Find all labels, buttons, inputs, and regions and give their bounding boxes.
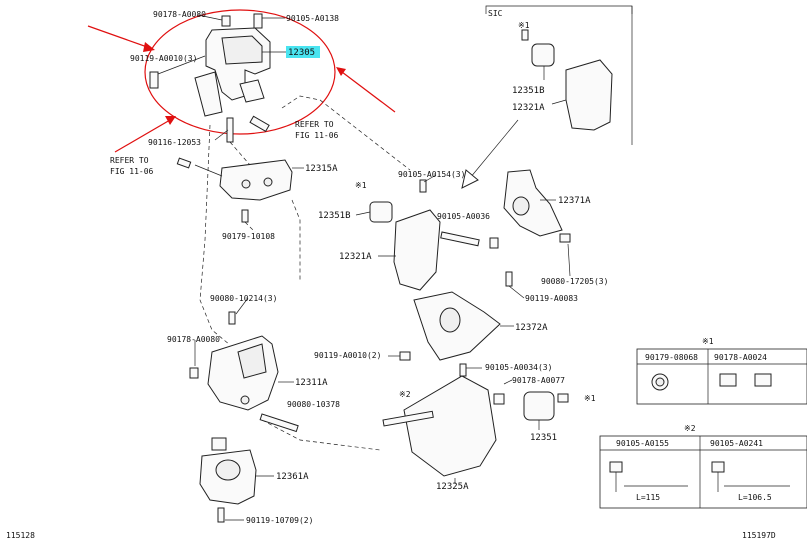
label-90119-a0010-mid: 90119-A0010(2) xyxy=(314,351,381,360)
bracket-12325a xyxy=(382,363,513,484)
bracket-12372a xyxy=(388,291,514,361)
label-90105-a0154: 90105-A0154(3) xyxy=(398,170,465,179)
cushion-12351 xyxy=(523,391,569,430)
top-left-leaders xyxy=(157,14,286,166)
label-mark2-mid: ※2 xyxy=(399,390,411,399)
label-ref-left: 115128 xyxy=(6,531,35,540)
label-12351b-mid: 12351B xyxy=(318,211,351,221)
label-12305: 12305 xyxy=(288,48,315,58)
label-90080-10378: 90080-10378 xyxy=(287,400,340,409)
label-12361a: 12361A xyxy=(276,472,309,482)
label-12321a-mid: 12321A xyxy=(339,252,372,262)
bracket-12321a-mid xyxy=(355,174,480,291)
label-ref-right: 115197D xyxy=(742,531,776,540)
label-90080-17205: 90080-17205(3) xyxy=(541,277,608,286)
label-90080-10214: 90080-10214(3) xyxy=(210,294,277,303)
label-12351: 12351 xyxy=(530,433,557,443)
label-mark1-mid: ※1 xyxy=(355,181,367,190)
label-12311a: 12311A xyxy=(295,378,328,388)
table2-col-1: 90105-A0155 xyxy=(616,439,669,448)
table1-col-2: 90178-A0024 xyxy=(714,353,767,362)
table1-mark: ※1 xyxy=(702,337,714,346)
bracket-12311a xyxy=(189,297,299,433)
label-12321a-top: 12321A xyxy=(512,103,545,113)
mount-12305 xyxy=(149,13,271,143)
highlight-ellipse xyxy=(144,9,336,135)
label-90105-a0138: 90105-A0138 xyxy=(286,14,339,23)
label-90105-a0036: 90105-A0036 xyxy=(437,212,490,221)
label-90178-a0080-top: 90178-A0080 xyxy=(153,10,206,19)
direction-arrow xyxy=(461,119,519,189)
labels: 90178-A0080 90105-A0138 12305 90119-A001… xyxy=(6,9,776,540)
table2-col-2: 90105-A0241 xyxy=(710,439,763,448)
mount-12361a xyxy=(199,437,274,523)
label-sic: SIC xyxy=(488,9,503,18)
red-arrows xyxy=(87,25,396,153)
label-mark1-top: ※1 xyxy=(518,21,530,30)
label-refer-fig-right-2: FIG 11-06 xyxy=(295,131,339,140)
label-90105-a0034: 90105-A0034(3) xyxy=(485,363,552,372)
bracket-12371a xyxy=(489,169,571,299)
label-90179-10108: 90179-10108 xyxy=(222,232,275,241)
label-12315a: 12315A xyxy=(305,164,338,174)
sic-frame xyxy=(485,5,633,145)
label-90119-a0083: 90119-A0083 xyxy=(525,294,578,303)
label-refer-fig-right: REFER TO xyxy=(295,120,334,129)
label-12372a: 12372A xyxy=(515,323,548,333)
table-2 xyxy=(599,435,807,509)
bracket-12321a-top xyxy=(521,29,613,131)
dashed-routes xyxy=(199,95,411,451)
label-refer-fig-left: REFER TO xyxy=(110,156,149,165)
table1-col-1: 90179-08068 xyxy=(645,353,698,362)
table-1 xyxy=(636,348,807,405)
label-12371a: 12371A xyxy=(558,196,591,206)
label-90116-12053: 90116-12053 xyxy=(148,138,201,147)
table2-mark: ※2 xyxy=(684,424,696,433)
label-90178-a0080-mid: 90178-A0080 xyxy=(167,335,220,344)
bracket-12315a xyxy=(176,157,304,233)
table2-length-1: L=115 xyxy=(636,493,660,502)
label-12351b-top: 12351B xyxy=(512,86,545,96)
label-90119-a0010-top: 90119-A0010(3) xyxy=(130,54,197,63)
label-refer-fig-left-2: FIG 11-06 xyxy=(110,167,154,176)
label-mark1-right: ※1 xyxy=(584,394,596,403)
highlight-12305 xyxy=(286,46,320,58)
label-12325a: 12325A xyxy=(436,482,469,492)
label-90178-a0077: 90178-A0077 xyxy=(512,376,565,385)
label-90119-10709: 90119-10709(2) xyxy=(246,516,313,525)
table2-length-2: L=106.5 xyxy=(738,493,772,502)
